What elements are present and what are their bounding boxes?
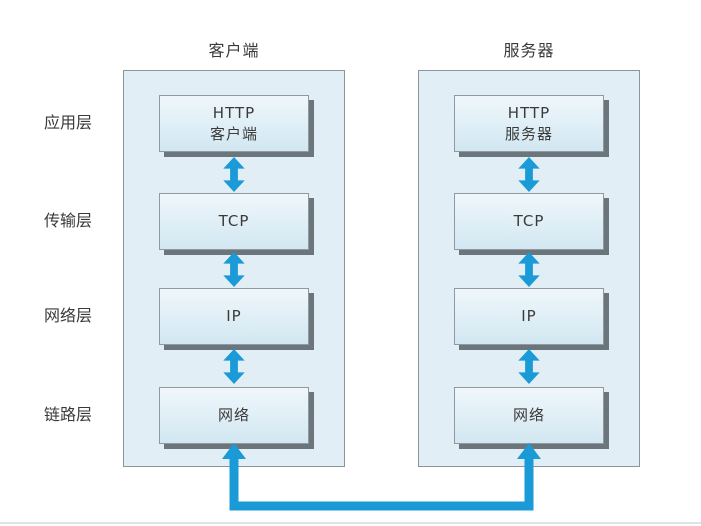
client-stack-panel: HTTP 客户端 TCP IP 网络 (123, 70, 345, 467)
double-arrow-icon (223, 252, 245, 287)
client-http-box: HTTP 客户端 (159, 95, 309, 152)
client-network-box: 网络 (159, 387, 309, 444)
server-network-label: 网络 (512, 406, 545, 424)
client-ip-box: IP (159, 288, 309, 345)
client-title: 客户端 (208, 41, 260, 60)
server-http-label: HTTP 服务器 (504, 103, 553, 143)
server-http-box: HTTP 服务器 (454, 95, 604, 152)
server-network-box: 网络 (454, 387, 604, 444)
server-stack-panel: HTTP 服务器 TCP IP 网络 (418, 70, 640, 467)
server-ip-label: IP (521, 307, 537, 325)
client-http-label: HTTP 客户端 (209, 103, 258, 143)
double-arrow-icon (518, 349, 540, 384)
client-tcp-box: TCP (159, 193, 309, 250)
layer-label-network: 网络层 (44, 306, 93, 325)
server-tcp-box: TCP (454, 193, 604, 250)
client-tcp-label: TCP (218, 212, 250, 230)
double-arrow-icon (518, 157, 540, 192)
server-title: 服务器 (503, 41, 555, 60)
layer-label-application: 应用层 (44, 113, 93, 132)
server-ip-box: IP (454, 288, 604, 345)
layer-label-link: 链路层 (44, 405, 93, 424)
layer-label-transport: 传输层 (44, 211, 93, 230)
double-arrow-icon (518, 252, 540, 287)
double-arrow-icon (223, 157, 245, 192)
server-tcp-label: TCP (513, 212, 545, 230)
double-arrow-icon (223, 349, 245, 384)
bottom-divider (0, 522, 701, 524)
client-network-label: 网络 (217, 406, 250, 424)
client-ip-label: IP (226, 307, 242, 325)
